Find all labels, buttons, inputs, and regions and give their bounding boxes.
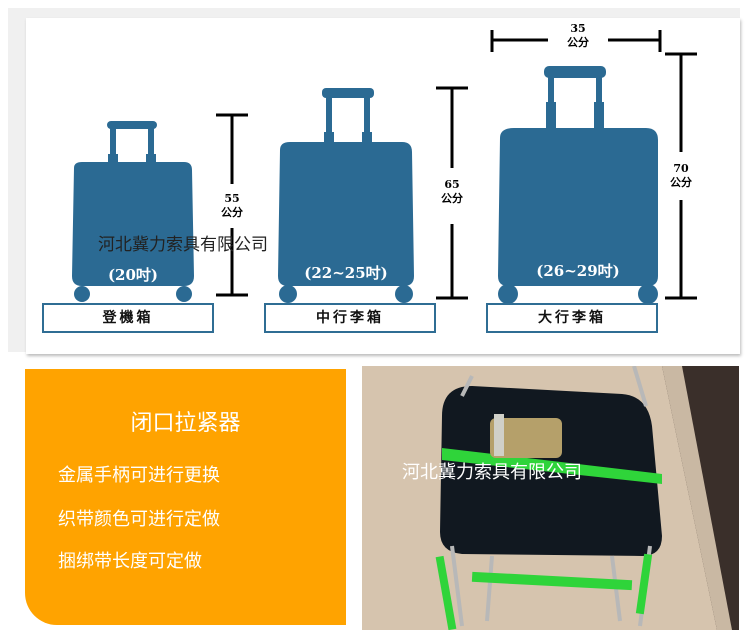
suitcase-large-icon: (26~29吋)	[488, 64, 668, 306]
feature-item: 金属手柄可进行更换	[58, 465, 220, 486]
product-title: 闭口拉紧器	[130, 411, 241, 436]
dimension-lines	[216, 30, 697, 300]
dimension-unit: 公分	[670, 176, 692, 189]
category-label: 大行李箱	[486, 303, 658, 333]
product-photo: 河北冀力索具有限公司	[362, 366, 739, 630]
watermark-text: 河北冀力索具有限公司	[402, 462, 582, 483]
suitcase-small-icon: (20吋)	[60, 116, 206, 306]
feature-item: 捆绑带长度可定做	[58, 551, 202, 572]
dimension-unit: 公分	[221, 206, 243, 219]
luggage-size-chart: (20吋) (22~25吋) (26~29吋) 登機箱 中	[8, 8, 740, 354]
chair-with-ratchet-strap-image	[362, 366, 739, 630]
dimension-value: 70	[673, 162, 689, 175]
height-dimension-medium: 65 公分	[436, 178, 468, 206]
case-size-label: (20吋)	[107, 266, 159, 284]
height-dimension-large: 70 公分	[665, 162, 697, 190]
category-label: 中行李箱	[264, 303, 436, 333]
watermark-text: 河北冀力索具有限公司	[98, 235, 268, 255]
dimension-value: 55	[224, 192, 240, 205]
product-feature-card: 闭口拉紧器 金属手柄可进行更换 织带颜色可进行定做 捆绑带长度可定做	[25, 369, 346, 625]
width-dimension-large: 35 公分	[558, 22, 598, 50]
feature-item: 织带颜色可进行定做	[58, 509, 220, 530]
suitcase-medium-icon: (22~25吋)	[266, 88, 426, 306]
dimension-value: 35	[570, 22, 586, 35]
height-dimension-small: 55 公分	[216, 192, 248, 220]
category-label: 登機箱	[42, 303, 214, 333]
dimension-unit: 公分	[567, 36, 589, 49]
case-size-label: (26~29吋)	[536, 262, 620, 280]
dimension-unit: 公分	[441, 192, 463, 205]
dimension-value: 65	[444, 178, 460, 191]
case-size-label: (22~25吋)	[304, 264, 388, 282]
